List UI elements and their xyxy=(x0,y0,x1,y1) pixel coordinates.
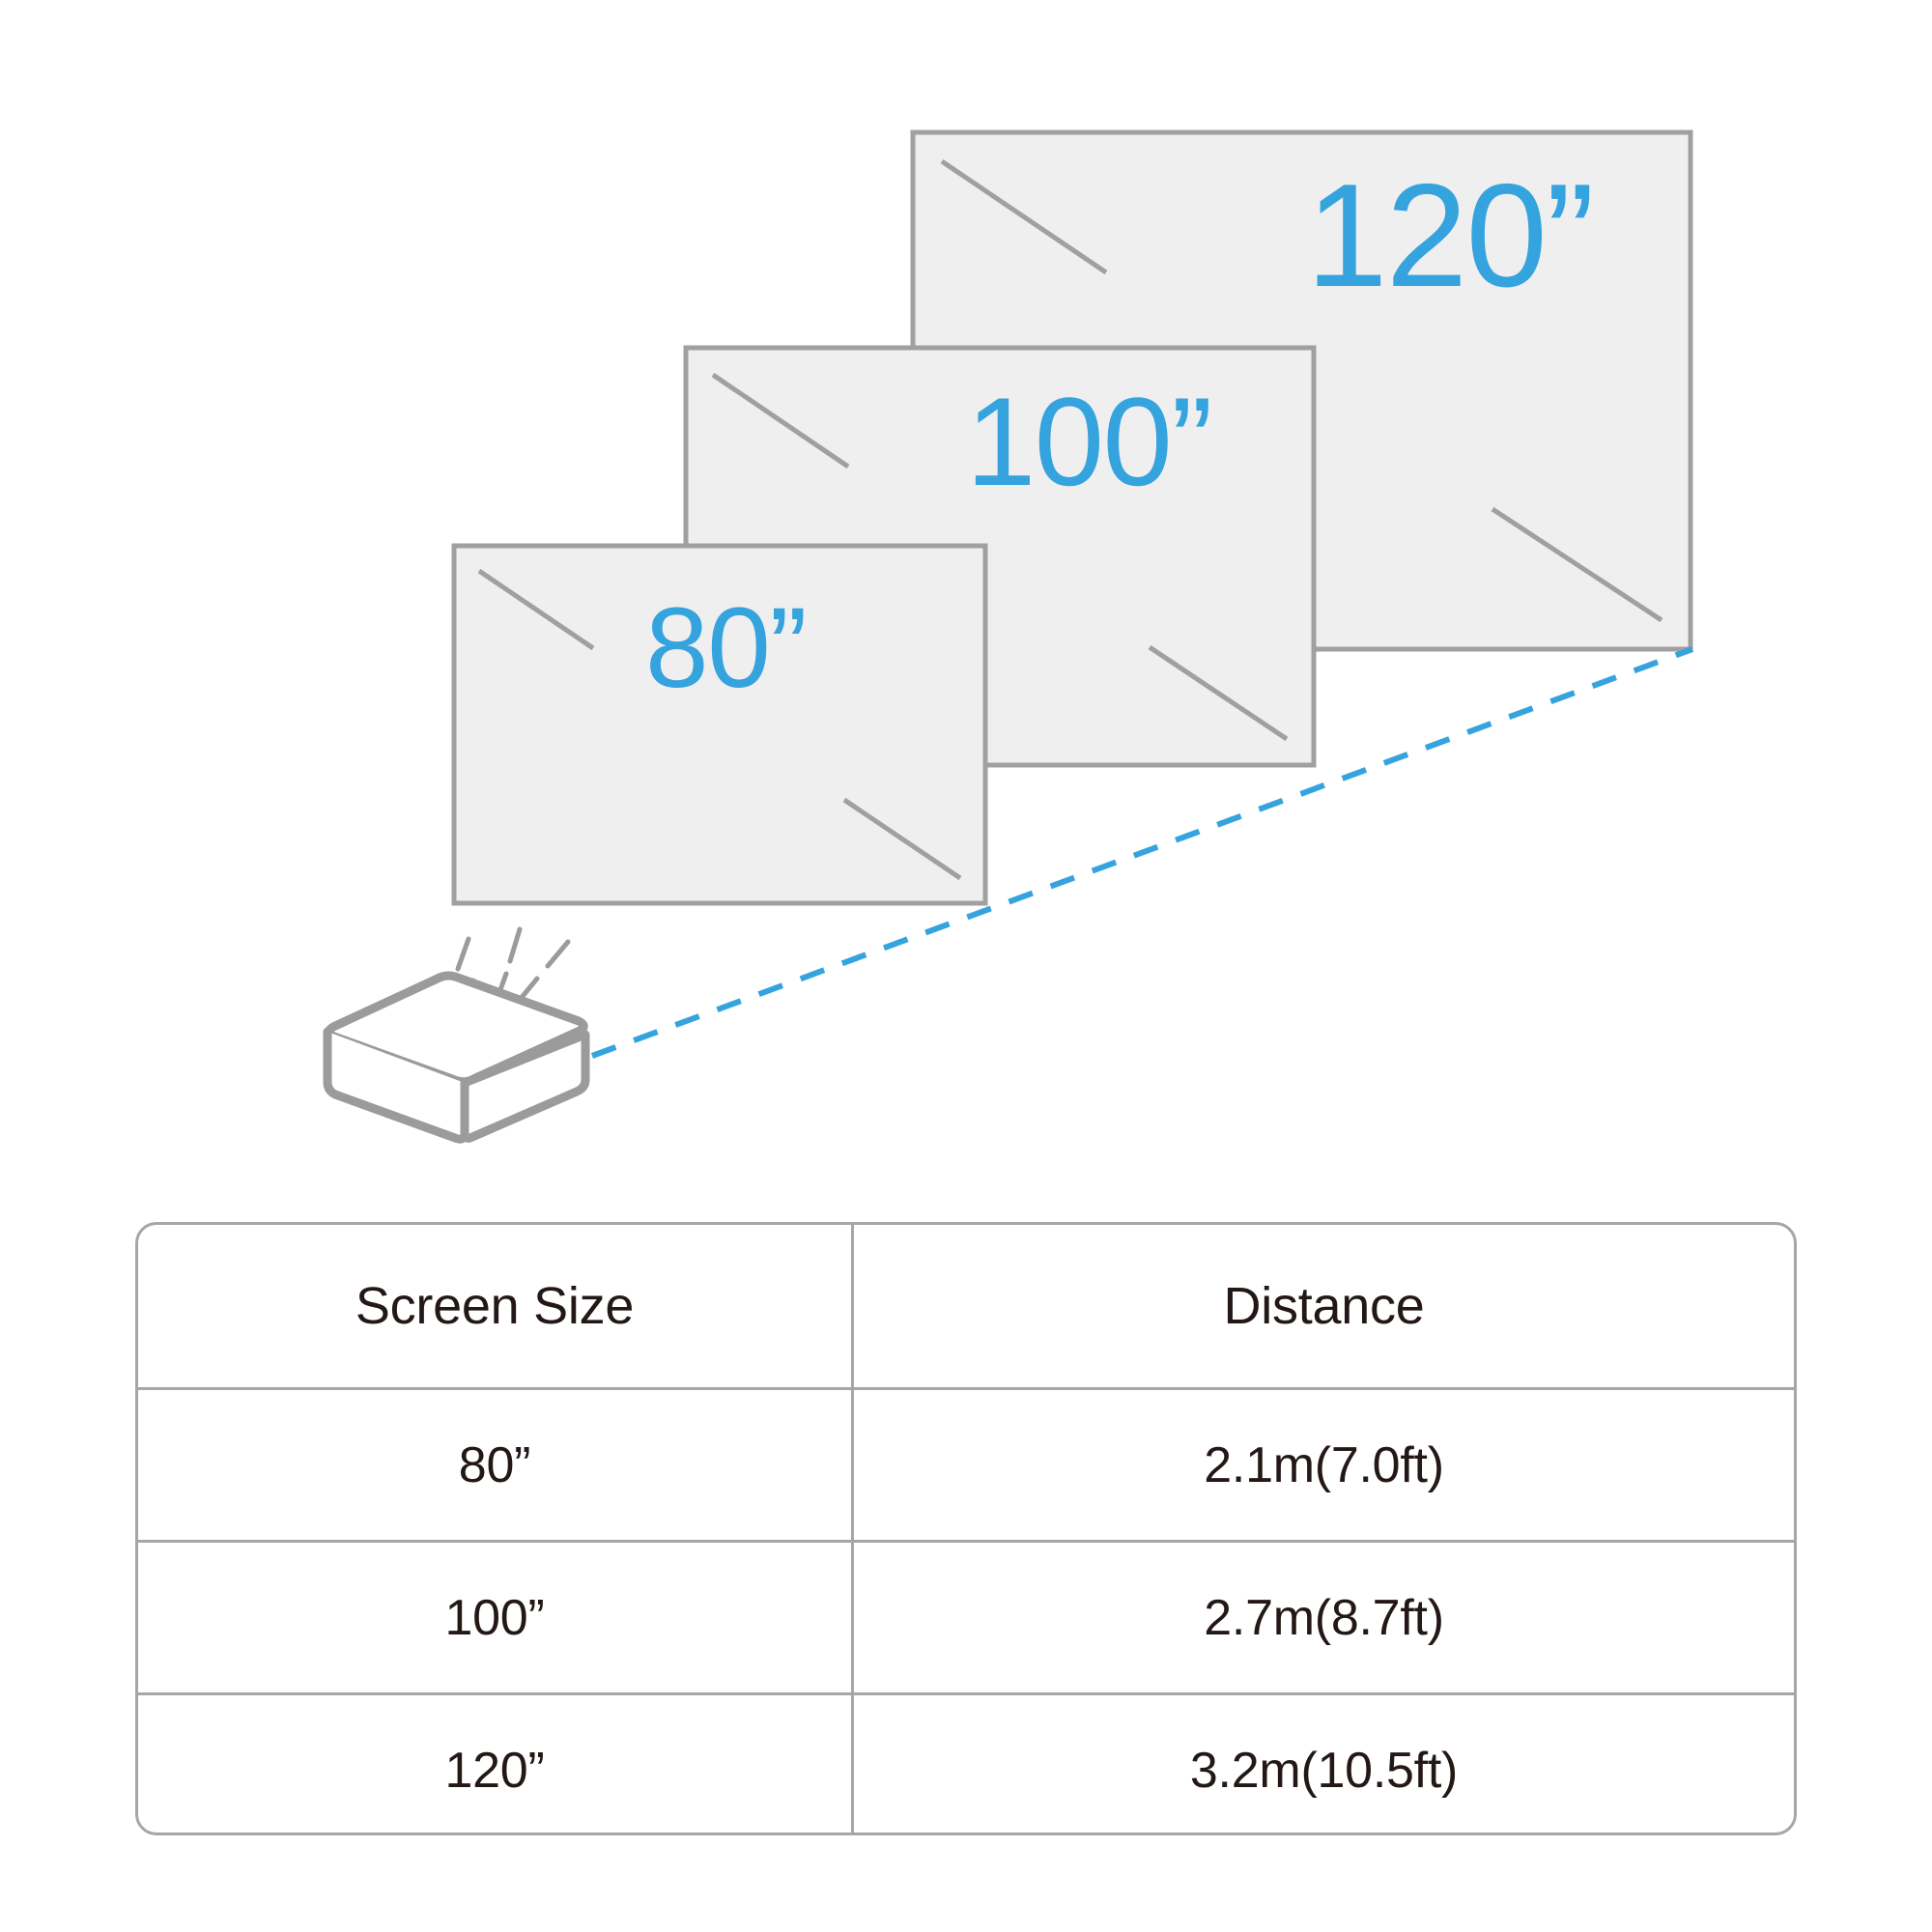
table-row: 80” 2.1m(7.0ft) xyxy=(138,1388,1794,1542)
screen-80 xyxy=(451,543,988,906)
cell-screen-size-80: 80” xyxy=(138,1388,854,1542)
cell-distance-100: 2.7m(8.7ft) xyxy=(1204,1589,1444,1646)
screen-80-label: 80” xyxy=(645,584,808,712)
screen-100-corner-accent-top xyxy=(711,372,850,469)
table-header-row: Screen Size Distance xyxy=(138,1225,1794,1389)
column-header-distance: Distance xyxy=(1223,1277,1425,1335)
screen-120-corner-accent-top xyxy=(940,158,1108,275)
projection-beam-dashed-line xyxy=(590,646,1694,1059)
light-ray-2 xyxy=(507,926,523,964)
table-header: Screen Size Distance xyxy=(138,1225,1794,1389)
screen-100-label: 100” xyxy=(966,371,1213,512)
screen-120-corner-accent-bottom xyxy=(1491,506,1663,623)
light-ray-3b xyxy=(517,976,540,1003)
cell-distance-80: 2.1m(7.0ft) xyxy=(1204,1436,1444,1493)
light-ray-3 xyxy=(545,939,571,969)
screen-80-corner-accent-bottom xyxy=(842,797,962,881)
cell-distance-120: 3.2m(10.5ft) xyxy=(1189,1742,1459,1799)
screen-80-panel xyxy=(451,543,988,906)
column-header-screen-size: Screen Size xyxy=(138,1225,854,1389)
spec-table-element: Screen Size Distance 80” 2.1m(7.0ft) 100… xyxy=(138,1225,1794,1833)
table-row: 100” 2.7m(8.7ft) xyxy=(138,1541,1794,1694)
screen-100-corner-accent-bottom xyxy=(1148,644,1289,742)
projector xyxy=(323,971,590,1144)
diagram-canvas xyxy=(323,129,1694,1144)
projection-diagram: 120” 100” 80” xyxy=(323,129,1694,1144)
table-body: 80” 2.1m(7.0ft) 100” 2.7m(8.7ft) 120” 3.… xyxy=(138,1388,1794,1833)
screen-size-distance-table: Screen Size Distance 80” 2.1m(7.0ft) 100… xyxy=(135,1222,1797,1835)
screen-120-label: 120” xyxy=(1306,154,1595,318)
screen-80-corner-accent-top xyxy=(477,568,595,651)
light-ray-1 xyxy=(455,936,471,972)
cell-screen-size-100: 100” xyxy=(138,1541,854,1694)
cell-screen-size-120: 120” xyxy=(138,1693,854,1833)
table-row: 120” 3.2m(10.5ft) xyxy=(138,1693,1794,1833)
projector-right-face xyxy=(460,1030,590,1143)
